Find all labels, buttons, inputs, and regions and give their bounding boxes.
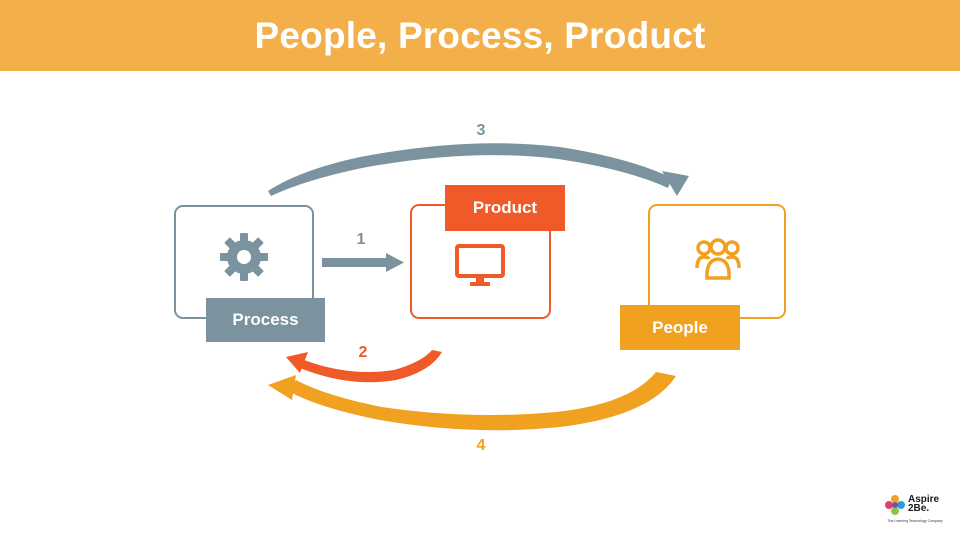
arrow-1 bbox=[322, 258, 388, 267]
arrow-4-head bbox=[268, 375, 296, 400]
monitor-icon bbox=[455, 244, 505, 286]
arrow-4 bbox=[290, 372, 676, 431]
page-title: People, Process, Product bbox=[254, 14, 706, 56]
step-1-number: 1 bbox=[356, 231, 366, 248]
logo-line2: 2Be. bbox=[908, 503, 930, 514]
step-2-number: 2 bbox=[358, 344, 368, 361]
logo-line1: Aspire bbox=[908, 494, 940, 505]
process-label: Process bbox=[206, 298, 325, 342]
aspire2be-logo: Aspire 2Be. The Learning Technology Comp… bbox=[884, 494, 946, 530]
gear-icon bbox=[220, 233, 268, 281]
logo-tagline: The Learning Technology Company bbox=[887, 519, 943, 523]
step-3-number: 3 bbox=[476, 122, 486, 139]
title-bar: People, Process, Product bbox=[0, 0, 960, 71]
arrow-3-head bbox=[662, 171, 689, 196]
people-label: People bbox=[620, 305, 740, 350]
people-group-icon bbox=[695, 238, 741, 280]
arrow-3 bbox=[268, 143, 672, 196]
product-label: Product bbox=[445, 185, 565, 231]
arrow-1-head bbox=[386, 253, 404, 272]
people-card bbox=[648, 204, 786, 319]
arrow-2-head bbox=[286, 352, 308, 373]
step-4-number: 4 bbox=[476, 437, 486, 454]
logo-mark-icon bbox=[885, 495, 905, 515]
arrow-2 bbox=[300, 350, 442, 383]
